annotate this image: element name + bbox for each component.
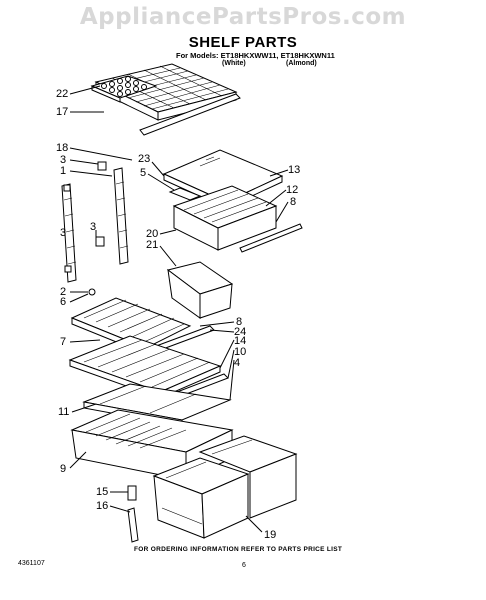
callout-13: 13 [288,164,300,176]
callout-3a: 3 [60,154,66,166]
callout-16: 16 [96,500,108,512]
rail-cap-3 [63,184,71,192]
shelf-trim-top [139,93,241,136]
shelf-ladder-right [113,167,129,265]
rail-cap-4 [64,265,72,273]
callout-7: 7 [60,336,66,348]
callout-10: 10 [234,346,246,358]
callout-4: 4 [234,357,240,369]
document-number: 4361107 [18,560,45,567]
callout-8b: 8 [236,316,242,328]
callout-14: 14 [234,335,246,347]
callout-1: 1 [60,165,66,177]
callout-8a: 8 [290,196,296,208]
cover-bracket [168,187,202,201]
variant-almond: (Almond) [286,60,317,67]
rod-8a [239,223,303,253]
leader-lines [69,85,289,533]
callout-labels: 22 17 18 3 1 23 5 13 12 8 3 3 20 21 2 6 … [56,88,300,541]
callout-20: 20 [146,228,158,240]
rail-cap-1 [97,161,107,171]
callout-19: 19 [264,529,276,541]
rail-cap-2 [95,236,105,247]
watermark: AppliancePartsPros.com [79,4,407,30]
callout-9: 9 [60,463,66,475]
ordering-footer: FOR ORDERING INFORMATION REFER TO PARTS … [134,546,343,553]
callout-5: 5 [140,167,146,179]
egg-tray [90,75,158,103]
callout-21: 21 [146,239,158,251]
callout-24: 24 [234,326,246,338]
callout-11: 11 [58,406,69,418]
callout-15: 15 [96,486,108,498]
models-line: For Models: ET18HKXWW11, ET18HKXWN11 [176,51,335,60]
callout-18: 18 [56,142,68,154]
callout-3c: 3 [90,221,96,233]
callout-17: 17 [56,106,68,118]
page-number: 6 [242,562,246,569]
roller-15 [127,485,137,501]
callout-2: 2 [60,286,66,298]
screw-6 [88,288,96,296]
page-title: SHELF PARTS [188,34,298,51]
callout-6: 6 [60,296,66,308]
meat-pan [166,261,234,319]
callout-22: 22 [56,88,68,100]
callout-3b: 3 [60,227,66,239]
callout-23: 23 [138,153,150,165]
crisper-drawer-right [198,435,298,519]
stud-16 [127,507,139,543]
variant-white: (White) [222,60,246,67]
meat-pan-frame [172,185,278,251]
crisper-drawer-left [152,457,250,539]
callout-12: 12 [286,184,298,196]
